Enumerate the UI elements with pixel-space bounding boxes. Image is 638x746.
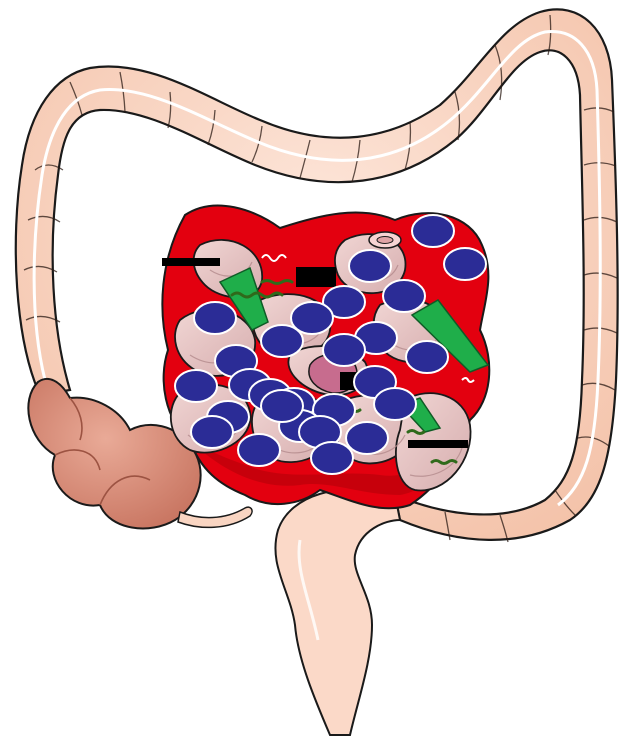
label-marker-m2[interactable] [444,248,486,280]
label-marker-m10[interactable] [323,334,365,366]
label-marker-m13[interactable] [175,370,217,402]
leader-bar-left [162,258,220,266]
label-marker-m19[interactable] [374,388,416,420]
duodenum-opening [369,232,401,248]
label-marker-m25[interactable] [311,442,353,474]
label-marker-m4[interactable] [383,280,425,312]
label-block-top [296,267,336,287]
label-marker-m26[interactable] [191,416,233,448]
label-marker-m1[interactable] [412,215,454,247]
rectum [275,489,400,735]
leader-bar-right [408,440,468,448]
appendix [178,507,252,527]
rectum-body [275,489,400,735]
label-marker-m24[interactable] [238,434,280,466]
label-marker-m23[interactable] [346,422,388,454]
label-marker-m11[interactable] [406,341,448,373]
label-marker-m27[interactable] [261,390,303,422]
label-marker-m8[interactable] [194,302,236,334]
label-marker-m3[interactable] [349,250,391,282]
label-marker-m7[interactable] [261,325,303,357]
